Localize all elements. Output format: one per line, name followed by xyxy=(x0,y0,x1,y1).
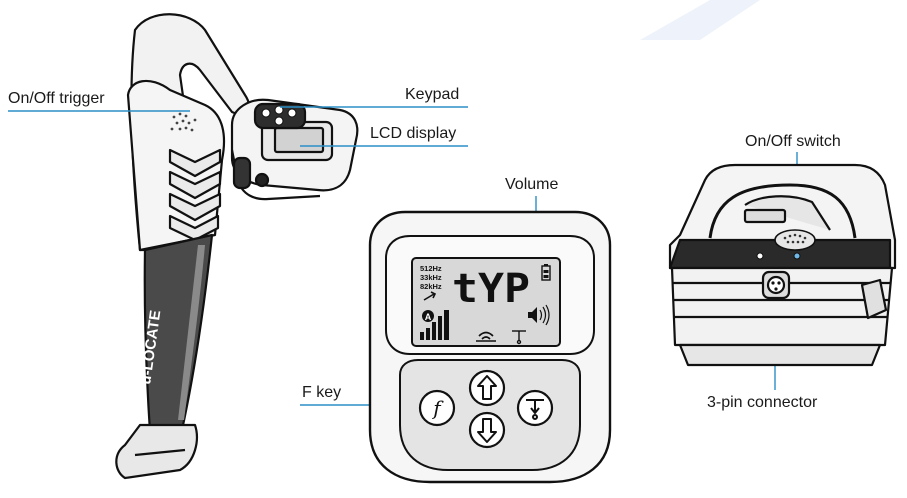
locator-head xyxy=(230,98,359,201)
watermark-shape xyxy=(640,0,760,40)
locator-device xyxy=(115,13,251,480)
label-lcd-display: LCD display xyxy=(370,125,457,142)
lcd-main-text: tYP xyxy=(452,266,530,312)
label-on-off-switch: On/Off switch xyxy=(745,133,841,150)
transmitter-lower xyxy=(670,266,894,347)
label-f-key: F key xyxy=(302,384,342,401)
lcd-freq-1: 512Hz xyxy=(420,264,442,273)
f-key xyxy=(418,389,456,427)
depth-key-icon xyxy=(526,399,544,420)
label-keypad: Keypad xyxy=(405,86,460,103)
switch-grille-dots xyxy=(783,233,807,244)
side-latch xyxy=(860,278,888,320)
speaker-grille xyxy=(170,112,197,132)
mode-badge-icon xyxy=(422,310,434,322)
on-off-switch-grille xyxy=(774,229,816,251)
label-three-pin-connector: 3-pin connector xyxy=(707,394,818,411)
mode-badge-text: A xyxy=(425,312,432,322)
label-on-off-trigger: On/Off trigger xyxy=(8,90,105,107)
lcd-arrow-icon xyxy=(423,291,437,301)
label-volume: Volume xyxy=(505,176,559,193)
status-led xyxy=(756,252,764,260)
lcd-content: 512Hz 33kHz 82kHz tYP A xyxy=(420,264,551,345)
control-panel xyxy=(368,210,612,484)
locator-foot xyxy=(115,423,198,480)
lcd-freq-3: 82kHz xyxy=(420,282,442,291)
down-arrow-icon xyxy=(477,418,497,443)
transmitter-handle xyxy=(708,183,857,239)
shaft-highlight xyxy=(178,245,205,420)
grip-chevrons xyxy=(168,148,222,242)
up-arrow-icon xyxy=(477,375,497,400)
signal-bars-icon xyxy=(420,310,449,340)
lcd-mode-icon-1 xyxy=(476,331,496,342)
transmitter-base xyxy=(678,343,882,367)
volume-speaker-icon xyxy=(528,307,537,323)
lcd-freq-2: 33kHz xyxy=(420,273,442,282)
status-led-2 xyxy=(793,252,801,260)
transmitter-device xyxy=(668,163,897,367)
lcd-depth-icon xyxy=(512,330,526,345)
